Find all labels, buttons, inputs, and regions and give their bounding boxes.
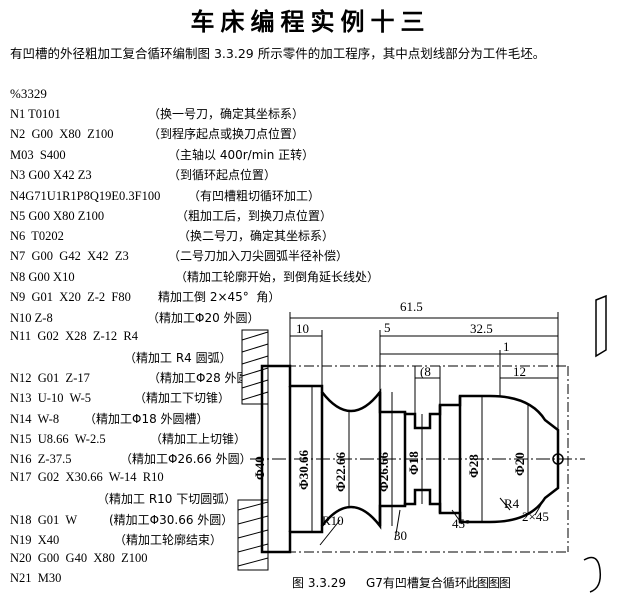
page-title: 车床编程实例十三 [190,7,431,36]
program-comment: （到循环起点位置） [168,168,277,182]
program-line: N18 G01 W (精加工Φ30.66 外圆） [10,511,233,528]
program-line: N13 U-10 W-5 （精加工下切锥） [10,389,230,406]
program-comment: （精加工Φ26.66 外圆） [120,452,252,466]
program-code: N3 G00 X42 Z3 [10,168,92,182]
program-line: M03 S400 （主轴以 400r/min 正转） [10,146,314,163]
program-code: N12 G01 Z-17 [10,371,90,385]
program-comment: （粗加工后，到换刀点位置） [176,209,333,223]
program-comment: （精加工 R4 圆弧） [124,351,232,365]
program-comment: （换二号刀，确定其坐标系） [178,229,335,243]
program-code: M03 S400 [10,148,66,162]
program-code: N9 G01 X20 Z-2 F80 [10,290,131,304]
program-code: N10 Z-8 [10,311,53,325]
program-comment: （精加工Φ18 外圆槽） [84,412,209,426]
program-line: N15 U8.66 W-2.5 （精加工上切锥） [10,430,246,447]
program-code: N5 G00 X80 Z100 [10,209,105,223]
program-code: N16 Z-37.5 [10,452,72,466]
program-code: N8 G00 X10 [10,270,75,284]
dim-30: 30 [394,528,407,543]
program-code: N15 U8.66 W-2.5 [10,432,106,446]
program-line: （精加工 R10 下切圆弧） [10,490,236,507]
program-code: N20 G00 G40 X80 Z100 [10,551,148,565]
program-comment: （精加工轮廓结束） [114,533,223,547]
program-line: N1 T0101 （换一号刀，确定其坐标系） [10,105,304,122]
figure-caption: 图 3.3.29 G7有凹槽复合循环此图图图 [292,574,530,591]
chuck-jaw-lower [237,499,269,571]
program-line: N6 T0202 （换二号刀，确定其坐标系） [10,227,334,244]
dimension-lines [290,317,558,379]
dim-dia-22-66: Φ22.66 [333,451,348,492]
program-comment: （主轴以 400r/min 正转） [168,148,315,162]
dim-angle-45: 45° [452,516,470,531]
dim-10: 10 [296,321,309,336]
dim-dia-28: Φ28 [466,454,481,478]
program-line: N16 Z-37.5 （精加工Φ26.66 外圆） [10,450,252,467]
extension-lines [289,312,559,430]
dim-32-5: 32.5 [470,321,493,336]
program-comment: （到程序起点或换刀点位置） [148,127,305,141]
program-line: N3 G00 X42 Z3 （到循环起点位置） [10,166,276,183]
program-line: N7 G00 G42 X42 Z3 （二号刀加入刀尖圆弧半径补偿） [10,247,348,264]
dim-8: (8 [420,364,431,379]
dim-5: 5 [384,320,391,335]
dim-dia-30-66: Φ30.66 [296,449,311,490]
dim-chamfer: 2×45 [522,509,549,524]
figure-number: 图 3.3.29 [292,576,346,590]
program-code: N4G71U1R1P8Q19E0.3F100 [10,189,161,203]
program-code: N19 X40 [10,533,60,547]
dim-12: 12 [513,364,526,379]
program-comment: （精加工Φ20 外圆） [147,311,260,325]
program-line: N9 G01 X20 Z-2 F80 精加工倒 2×45° 角） [10,288,280,305]
program-line: N2 G00 X80 Z100 （到程序起点或换刀点位置） [10,125,304,142]
program-comment: （有凹槽粗切循环加工） [188,189,321,203]
program-code: N7 G00 G42 X42 Z3 [10,249,129,263]
program-code: N1 T0101 [10,107,61,121]
corner-mark [583,294,607,593]
program-name: %3329 [10,86,47,101]
program-line: （精加工 R4 圆弧） [10,349,232,366]
program-line: N14 W-8 （精加工Φ18 外圆槽） [10,410,209,427]
dim-dia-18: Φ18 [406,451,421,475]
program-code: N2 G00 X80 Z100 [10,127,114,141]
program-line: N11 G02 X28 Z-12 R4 [10,329,148,344]
dim-dia-26-66: Φ26.66 [376,451,391,492]
program-code: N11 G02 X28 Z-12 R4 [10,329,139,343]
program-line: N4G71U1R1P8Q19E0.3F100 （有凹槽粗切循环加工） [10,187,320,204]
leader-lines [319,497,546,546]
dim-r10: R10 [322,513,344,528]
program-comment: （精加工 R10 下切圆弧） [97,492,237,506]
program-comment: （精加工下切锥） [134,391,231,405]
program-line: N5 G00 X80 Z100 （粗加工后，到换刀点位置） [10,207,332,224]
program-line: N19 X40 （精加工轮廓结束） [10,531,222,548]
dim-dia-20: Φ20 [512,452,527,476]
program-line: N8 G00 X10 （精加工轮廓开始，到倒角延长线处） [10,268,379,285]
program-code: N21 M30 [10,571,62,585]
figure-title: G7有凹槽复合循 [365,576,455,590]
dim-1: 1 [503,339,510,354]
program-line: N21 M30 [10,571,61,586]
program-code: N18 G01 W [10,513,78,527]
program-comment: （二号刀加入刀尖圆弧半径补偿） [168,249,349,263]
dim-r4: R4 [504,496,520,511]
program-origin [552,453,564,465]
caption-stamp: 环此图图图 [454,576,511,590]
intro-paragraph: 有凹槽的外径粗加工复合循环编制图 3.3.29 所示零件的加工程序，其中点划线部… [10,46,546,61]
program-code: N14 W-8 [10,412,60,426]
program-comment: 精加工倒 2×45° 角） [158,290,281,304]
program-comment: (精加工Φ30.66 外圆） [109,513,234,527]
diameter-lines [267,366,529,552]
program-comment: （精加工轮廓开始，到倒角延长线处） [175,270,380,284]
program-line: N10 Z-8 （精加工Φ20 外圆） [10,309,260,326]
dim-total-length: 61.5 [400,299,423,314]
program-code: N13 U-10 W-5 [10,391,92,405]
program-comment: （精加工上切锥） [150,432,247,446]
program-line: N12 G01 Z-17（精加工Φ28 外圆） [10,369,261,386]
program-comment: （换一号刀，确定其坐标系） [148,107,305,121]
program-line: N20 G00 G40 X80 Z100 [10,551,148,566]
program-code: N6 T0202 [10,229,64,243]
dim-dia-40: Φ40 [252,456,267,480]
